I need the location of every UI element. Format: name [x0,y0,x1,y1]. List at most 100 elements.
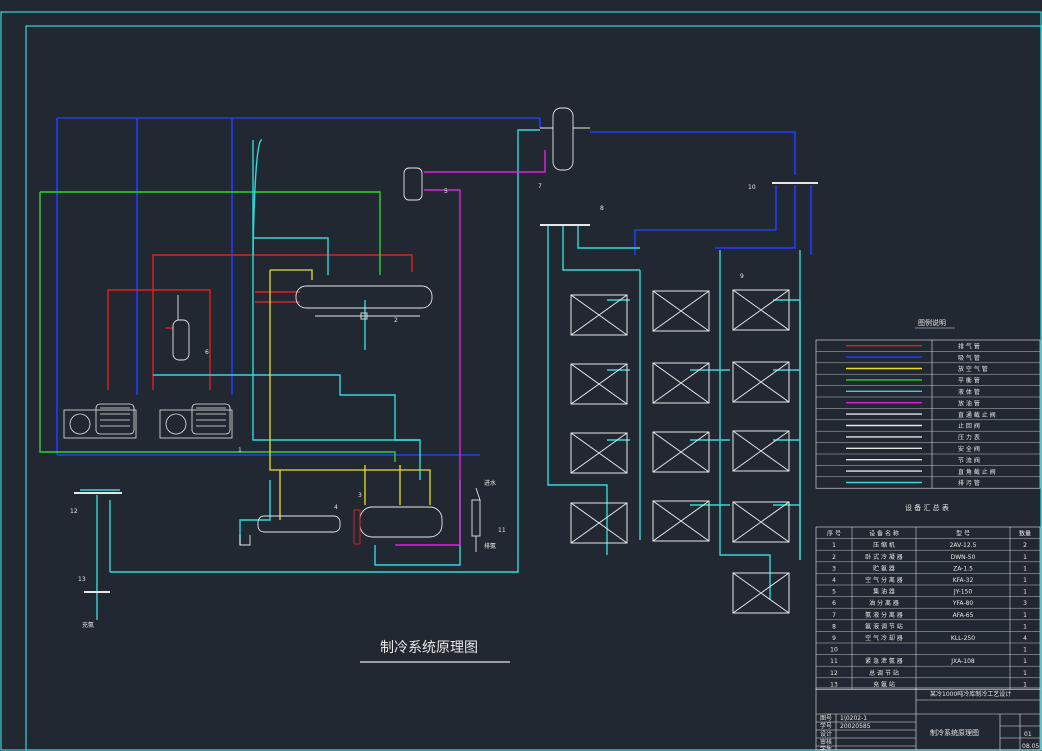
table-cell: 2 [832,554,836,561]
balance-pipes [39,191,396,462]
callout-9: 9 [740,273,744,280]
table-cell: 贮 氨 器 [873,564,895,572]
legend-label: 吸 气 管 [958,354,980,362]
suction-pipes [56,117,812,456]
table-cell: 1 [1023,565,1027,572]
signer-2: 审核 [820,738,832,746]
callout-8: 8 [600,205,604,212]
legend-label: 排 气 管 [958,342,980,350]
callout-3: 3 [358,492,362,499]
air-cooler-coil [732,289,790,331]
air-cooler-coil [652,431,710,473]
legend-label: 直 角 截 止 阀 [958,468,996,476]
table-cell: 充 氨 站 [873,680,895,688]
legend-label: 压 力 表 [958,434,980,442]
drawing-title: 制冷系统原理图 [380,640,478,656]
station-bars [74,182,818,593]
discharge-pipes [107,254,413,390]
table-cell: 2 [1023,542,1027,549]
label-a: 图号 [820,715,832,722]
date-value: 08.05 [1022,743,1039,750]
table-cell: 2AV-12.5 [950,542,977,549]
air-cooler-coil [732,572,790,614]
table-cell: 1 [1023,589,1027,596]
oil-separator [172,295,190,361]
air-cooler-coil [570,432,628,474]
table-cell: KLL-250 [951,635,975,642]
horizontal-condenser [295,285,433,320]
charge-label: 充氨 [82,621,94,629]
label-b: 学号 [820,722,832,730]
air-cooler-coil [570,502,628,544]
air-cooler-coil [652,290,710,332]
air-separator [239,515,341,546]
title-block [815,687,1041,751]
callout-2: 2 [394,317,398,324]
legend-table: 排 气 管吸 气 管放 空 气 管平 衡 管液 体 管放 油 管直 通 截 止 … [815,339,1041,489]
compressor-2 [159,403,233,439]
table-header: 设 备 名 称 [869,530,899,538]
table-cell: 11 [830,658,838,665]
table-cell: 10 [830,647,838,654]
table-cell: 1 [1023,577,1027,584]
table-cell: 4 [832,577,836,584]
air-cooler-coil [570,363,628,405]
table-header: 序 号 [827,530,841,538]
table-header: 型 号 [956,530,970,538]
table-cell: 空 气 冷 却 器 [865,634,903,642]
table-cell: 1 [1023,612,1027,619]
title-block-drawing-name: 制冷系统原理图 [930,728,979,737]
table-cell: 1 [1023,623,1027,630]
emergency-ammonia-device [471,487,481,552]
table-cell: 9 [832,635,836,642]
table-cell: 集 油 器 [873,588,895,596]
table-cell: KFA-32 [953,577,974,584]
table-cell: 8 [832,623,836,630]
air-cooler-coil [732,430,790,472]
value-a: 1\0202-1 [840,715,867,722]
oil-pipes [395,150,546,546]
table-cell: 7 [832,612,836,619]
table-cell: ZA-1.5 [953,565,973,572]
table-cell: YFA-80 [952,600,974,607]
table-cell: 油 分 离 器 [869,599,899,607]
compressor-1 [63,403,137,439]
air-cooler-coil [732,501,790,543]
equipment-title: 设 备 汇 总 表 [905,503,949,512]
callout-7: 7 [538,183,542,190]
table-cell: 13 [830,681,838,688]
table-cell: DWN-50 [951,554,976,561]
signer-3: 学生 [820,745,832,751]
table-cell: 3 [1023,600,1027,607]
inner-frame [25,25,1042,751]
water-label: 进水 [484,479,496,487]
sheet-number: 01 [1024,731,1032,738]
callout-1: 1 [238,447,242,454]
callout-12: 12 [70,508,78,515]
table-cell: 4 [1023,635,1027,642]
drain-label: 排氨 [484,542,496,550]
legend-label: 直 通 截 止 阀 [958,411,996,419]
callout-6: 6 [205,349,209,356]
callout-5: 5 [444,188,448,195]
table-header: 数量 [1019,530,1031,538]
legend-label: 节 流 阀 [958,456,980,464]
table-cell: 总 调 节 站 [869,669,899,677]
legend-label: 止 回 阀 [958,422,980,430]
project-title: 某冷1000吨冷库制冷工艺设计 [930,690,1011,698]
legend-label: 放 空 气 管 [958,365,988,373]
table-cell: 1 [1023,658,1027,665]
table-cell: 空 气 分 离 器 [865,576,903,584]
table-cell: 卧 式 冷 凝 器 [865,553,903,561]
table-cell: 6 [832,600,836,607]
table-cell: JY-150 [953,589,973,596]
air-coolers [570,289,790,614]
table-cell: 1 [1023,681,1027,688]
table-cell: 12 [830,670,838,677]
oil-collector [403,167,423,201]
ammonia-receiver [353,506,443,545]
legend-label: 放 油 管 [958,399,980,407]
legend-label: 液 体 管 [958,388,980,396]
